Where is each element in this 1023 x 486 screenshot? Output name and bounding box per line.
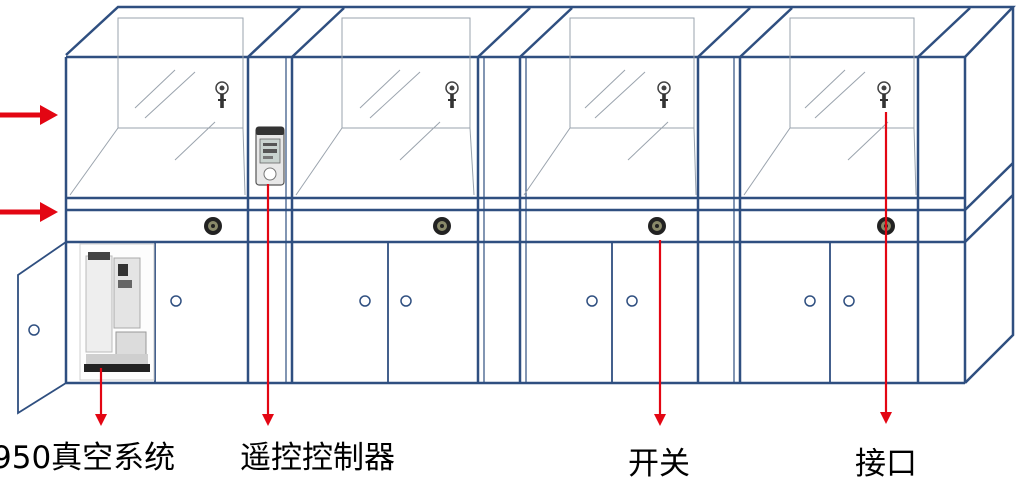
callout-arrows <box>95 112 892 426</box>
vacuum-port-fitting-icon <box>215 81 229 108</box>
rotary-knob-icon <box>648 217 666 235</box>
glass-chamber-4 <box>743 17 917 196</box>
vacuum-port-fitting-icon <box>877 81 891 108</box>
rotary-knob-icon <box>433 217 451 235</box>
door-handle <box>359 295 371 307</box>
cabinet-doors <box>17 240 831 415</box>
door-handle <box>28 324 40 336</box>
door-handle <box>586 295 598 307</box>
vacuum-port-fittings <box>215 81 891 108</box>
rotary-knobs <box>204 217 895 235</box>
inlet-arrows <box>0 105 58 222</box>
door-handle <box>804 295 816 307</box>
inlet-arrow <box>0 105 58 125</box>
door-handles <box>28 295 855 336</box>
door-handle <box>170 295 182 307</box>
door-handle <box>626 295 638 307</box>
callout-arrow-remote-controller <box>262 184 274 426</box>
controller-display-icon <box>255 126 285 186</box>
callout-arrow-switch <box>654 240 666 426</box>
vacuum-port-fitting-icon <box>445 81 459 108</box>
label-switch: 开关 <box>628 446 690 482</box>
glass-chambers <box>69 17 917 196</box>
label-port: 接口 <box>855 446 917 482</box>
label-vacuum-system: 950真空系统 <box>0 440 176 476</box>
door-handle <box>843 295 855 307</box>
open-door <box>17 240 67 415</box>
cabinet-frame <box>64 5 1016 385</box>
rotary-knob-icon <box>204 217 222 235</box>
vacuum-port-fitting-icon <box>657 81 671 108</box>
callout-arrow-vacuum-system <box>95 368 107 426</box>
door-handle <box>400 295 412 307</box>
glass-chamber-2 <box>295 17 475 196</box>
label-remote-controller: 遥控控制器 <box>240 440 395 476</box>
inlet-arrow <box>0 202 58 222</box>
vacuum-pump-unit-icon <box>79 243 155 381</box>
glass-chamber-3 <box>523 17 697 196</box>
callout-arrow-port <box>880 112 892 424</box>
glass-chamber-1 <box>69 17 246 196</box>
